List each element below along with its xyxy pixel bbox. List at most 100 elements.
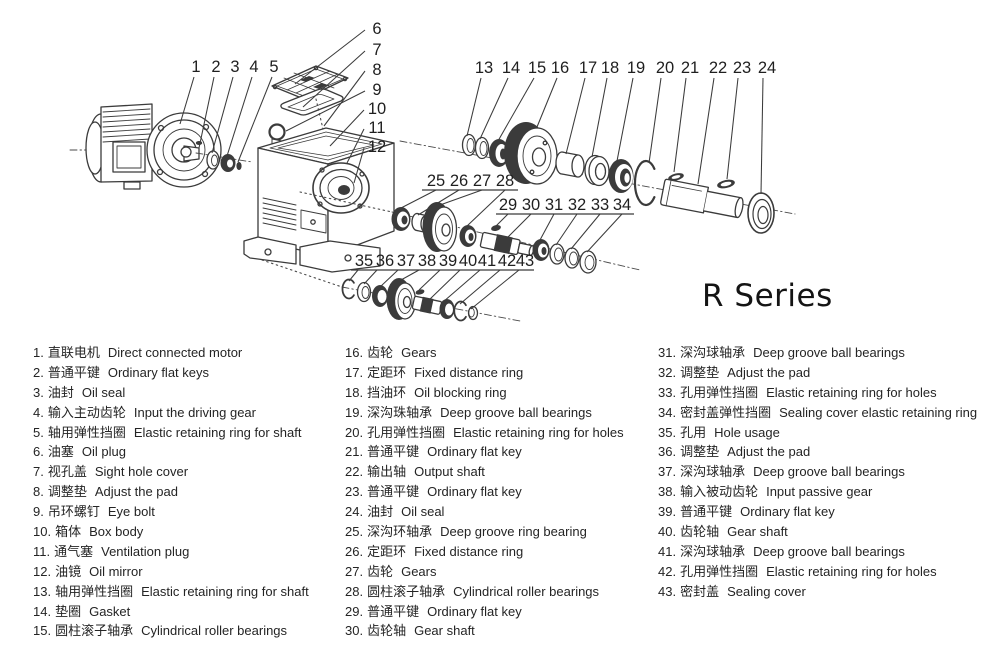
exploded-view-diagram: 1234567891011121314151617181920212223242… xyxy=(69,20,832,322)
part-number: 43. xyxy=(658,583,677,599)
part-item-33: 33.孔用弹性挡圈 Elastic retaining ring for hole… xyxy=(658,383,977,403)
callout-number-2: 2 xyxy=(211,58,220,76)
part-name-english: Ordinary flat key xyxy=(740,504,835,520)
part-name-english: Elastic retaining ring for shaft xyxy=(141,583,309,599)
part-name-english: Ordinary flat key xyxy=(427,603,522,619)
leader-line-17 xyxy=(565,77,586,155)
leader-line-15 xyxy=(497,77,535,142)
part-name-english: Ordinary flat keys xyxy=(107,364,210,380)
part-name-chinese: 齿轮 xyxy=(367,563,394,579)
part-name-chinese: 密封盖弹性挡圈 xyxy=(680,404,772,420)
callout-number-11: 11 xyxy=(368,119,385,137)
part-name-english: Oil blocking ring xyxy=(414,384,507,400)
part-name-english: Elastic retaining ring for holes xyxy=(766,384,937,400)
part-number: 6. xyxy=(33,444,44,460)
part-name-english: Cylindrical roller bearings xyxy=(453,583,600,599)
part-name-chinese: 调整垫 xyxy=(680,444,720,460)
callout-number-19: 19 xyxy=(627,59,645,77)
leader-line-31 xyxy=(539,213,555,241)
leader-line-4 xyxy=(226,76,253,157)
leader-line-29 xyxy=(495,213,509,227)
callout-number-18: 18 xyxy=(601,59,619,77)
callout-number-4: 4 xyxy=(249,58,258,76)
part-name-english: Deep groove ball bearings xyxy=(753,543,905,559)
part-number: 3. xyxy=(33,384,44,400)
part-name-chinese: 深沟球轴承 xyxy=(680,464,746,480)
callout-number-26: 26 xyxy=(450,172,468,190)
part-name-chinese: 孔用弹性挡圈 xyxy=(680,384,759,400)
part-name-english: Elastic retaining ring for holes xyxy=(453,424,624,440)
part-number: 15. xyxy=(33,623,52,639)
part-number: 24. xyxy=(345,504,364,520)
leader-line-16 xyxy=(536,77,558,128)
part-name-english: Deep groove ring bearing xyxy=(440,524,587,540)
part-number: 19. xyxy=(345,404,364,420)
part-name-chinese: 轴用弹性挡圈 xyxy=(47,424,126,440)
part-number: 42. xyxy=(658,563,677,579)
callout-number-32: 32 xyxy=(568,196,586,214)
callout-number-40: 40 xyxy=(459,252,477,270)
part-number: 8. xyxy=(33,484,44,500)
part-name-english: Oil seal xyxy=(401,504,445,520)
part-number: 33. xyxy=(658,384,677,400)
output-shaft-parts-drawing xyxy=(399,122,796,234)
part-number: 36. xyxy=(658,444,677,460)
callout-number-33: 33 xyxy=(591,196,609,214)
leader-line-9 xyxy=(285,90,366,132)
leader-line-27 xyxy=(439,189,483,206)
leader-line-14 xyxy=(479,77,509,140)
part-name-chinese: 油镜 xyxy=(55,563,82,579)
callout-number-25: 25 xyxy=(427,172,445,190)
part-name-english: Sealing cover elastic retaining ring xyxy=(779,404,978,420)
callout-number-17: 17 xyxy=(579,59,597,77)
part-name-english: Gear shaft xyxy=(414,623,475,639)
part-name-english: Oil mirror xyxy=(89,563,143,579)
callout-number-36: 36 xyxy=(376,252,394,270)
callout-number-38: 38 xyxy=(418,252,436,270)
leader-line-26 xyxy=(417,189,460,216)
part-number: 16. xyxy=(345,345,364,360)
part-name-english: Adjust the pad xyxy=(727,364,811,380)
leader-line-30 xyxy=(505,213,532,240)
part-number: 41. xyxy=(658,543,677,559)
part-name-english: Oil seal xyxy=(81,384,126,400)
part-number: 1. xyxy=(33,345,44,360)
part-number: 5. xyxy=(33,424,44,440)
part-name-chinese: 视孔盖 xyxy=(47,464,87,480)
part-name-english: Adjust the pad xyxy=(94,484,178,500)
part-name-english: Hole usage xyxy=(714,424,780,440)
callout-number-27: 27 xyxy=(473,172,491,190)
input-shaft-parts-drawing xyxy=(261,259,521,322)
part-number: 9. xyxy=(33,504,44,520)
callout-number-30: 30 xyxy=(522,196,540,214)
part-name-chinese: 油塞 xyxy=(47,444,74,460)
part-name-chinese: 轴用弹性挡圈 xyxy=(55,583,134,599)
part-name-english: Fixed distance ring xyxy=(414,543,524,559)
callout-number-3: 3 xyxy=(230,58,239,76)
callout-number-5: 5 xyxy=(269,58,278,76)
callout-number-8: 8 xyxy=(372,61,381,79)
callout-number-1: 1 xyxy=(191,58,200,76)
part-name-english: Gasket xyxy=(89,603,131,619)
callout-number-20: 20 xyxy=(656,59,674,77)
part-name-chinese: 垫圈 xyxy=(55,603,82,619)
callout-number-28: 28 xyxy=(496,172,514,190)
part-name-english: Sealing cover xyxy=(727,583,806,599)
part-number: 32. xyxy=(658,364,677,380)
